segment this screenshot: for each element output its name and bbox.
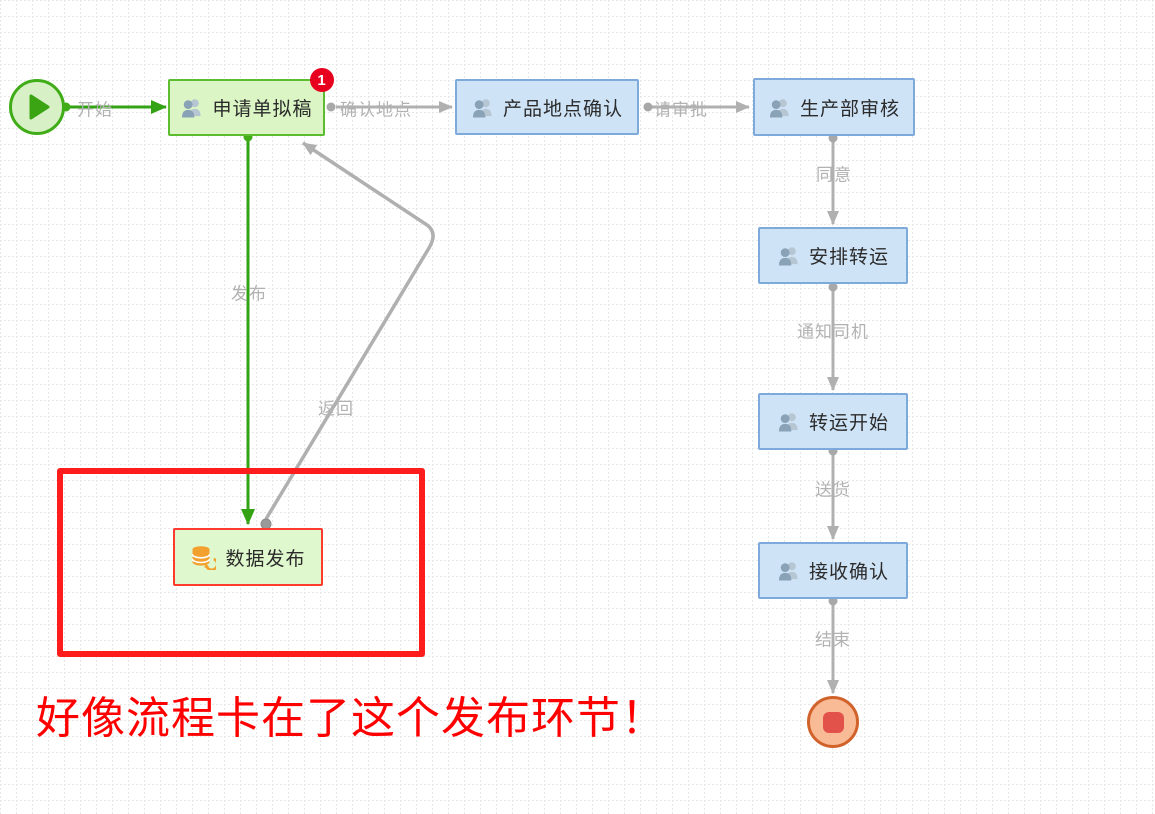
node-title: 申请单拟稿 — [212, 99, 313, 120]
edge-label-start: 开始 — [77, 100, 113, 120]
edge-label-deliver: 送货 — [815, 480, 851, 500]
edge-label-agree: 同意 — [816, 165, 852, 185]
node-title: 数据发布 — [225, 548, 306, 570]
edge-label-confirm-location: 确认地点 — [340, 100, 412, 120]
users-icon — [777, 245, 800, 266]
node-title: 生产部审核 — [799, 98, 900, 120]
node-data-publish[interactable]: 数据发布 — [173, 528, 323, 586]
annotation-caption: 好像流程卡在了这个发布环节！ — [36, 694, 666, 743]
node-draft-request[interactable]: 申请单拟稿 1 — [168, 68, 334, 136]
node-arrange-transfer[interactable]: 安排转运 — [758, 227, 908, 284]
node-product-location-confirm[interactable]: 产品地点确认 — [455, 79, 639, 135]
connection-dot — [326, 102, 336, 112]
edge-label-return: 返回 — [318, 399, 354, 419]
node-title: 接收确认 — [808, 562, 889, 583]
users-icon — [777, 560, 800, 581]
annotation-rectangle — [57, 468, 425, 657]
edge-label-notify-driver: 通知司机 — [797, 322, 869, 342]
edge-draft-to-publish — [241, 132, 255, 525]
node-title: 转运开始 — [808, 413, 889, 434]
users-icon — [180, 97, 203, 118]
edge-label-request-approval: 请审批 — [654, 100, 708, 120]
connection-dot — [643, 102, 653, 112]
play-icon — [22, 92, 52, 122]
node-transit-start[interactable]: 转运开始 — [758, 393, 908, 450]
stop-icon — [822, 711, 844, 733]
database-icon — [190, 544, 217, 570]
edge-label-publish: 发布 — [231, 284, 267, 304]
users-icon — [768, 97, 791, 118]
node-start[interactable] — [9, 79, 65, 135]
pending-count-badge: 1 — [310, 68, 334, 92]
node-receive-confirm[interactable]: 接收确认 — [758, 542, 908, 599]
users-icon — [471, 97, 494, 118]
edge-label-finish: 结束 — [815, 630, 851, 650]
node-end[interactable] — [807, 696, 859, 748]
node-production-review[interactable]: 生产部审核 — [753, 78, 915, 136]
node-title: 安排转运 — [808, 247, 889, 268]
node-title: 产品地点确认 — [502, 98, 623, 120]
users-icon — [777, 411, 800, 432]
